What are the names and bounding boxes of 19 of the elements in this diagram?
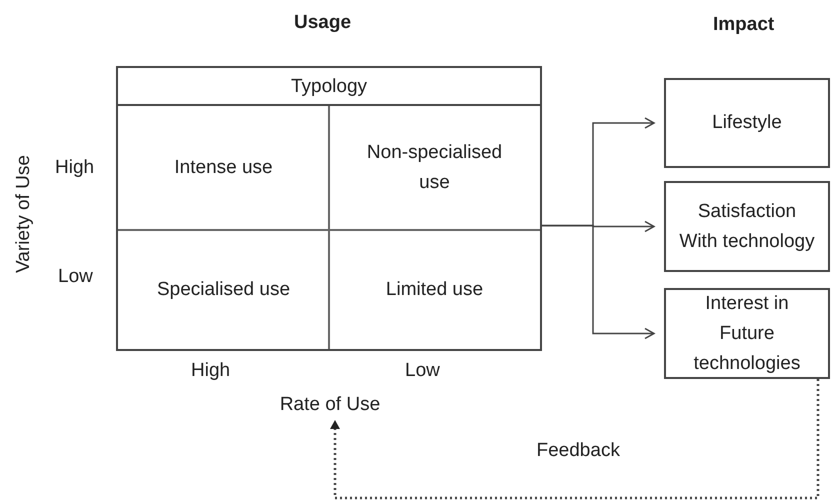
typology-grid [116, 66, 542, 351]
quadrant-cell: Limited use [329, 230, 540, 349]
impact-box: Lifestyle [664, 78, 830, 168]
axis-tick-label: Low [58, 266, 93, 288]
axis-title: Variety of Use [12, 155, 35, 273]
axis-title: Rate of Use [262, 392, 398, 418]
quadrant-cell: Specialised use [118, 230, 329, 349]
quadrant-cell: Intense use [118, 106, 329, 230]
axis-tick-label: High [191, 360, 230, 382]
feedback-arrow [330, 379, 820, 500]
section-heading: Impact [713, 14, 774, 36]
impact-box: Interest in Future technologies [664, 288, 830, 379]
section-heading: Usage [294, 12, 352, 34]
impact-box: Satisfaction With technology [664, 181, 830, 272]
axis-tick-label: Low [405, 360, 440, 382]
arrow [542, 224, 655, 340]
axis-tick-label: High [55, 157, 94, 179]
quadrant-cell: Non-specialised use [329, 106, 540, 230]
grid-heading: Typology [118, 68, 540, 106]
